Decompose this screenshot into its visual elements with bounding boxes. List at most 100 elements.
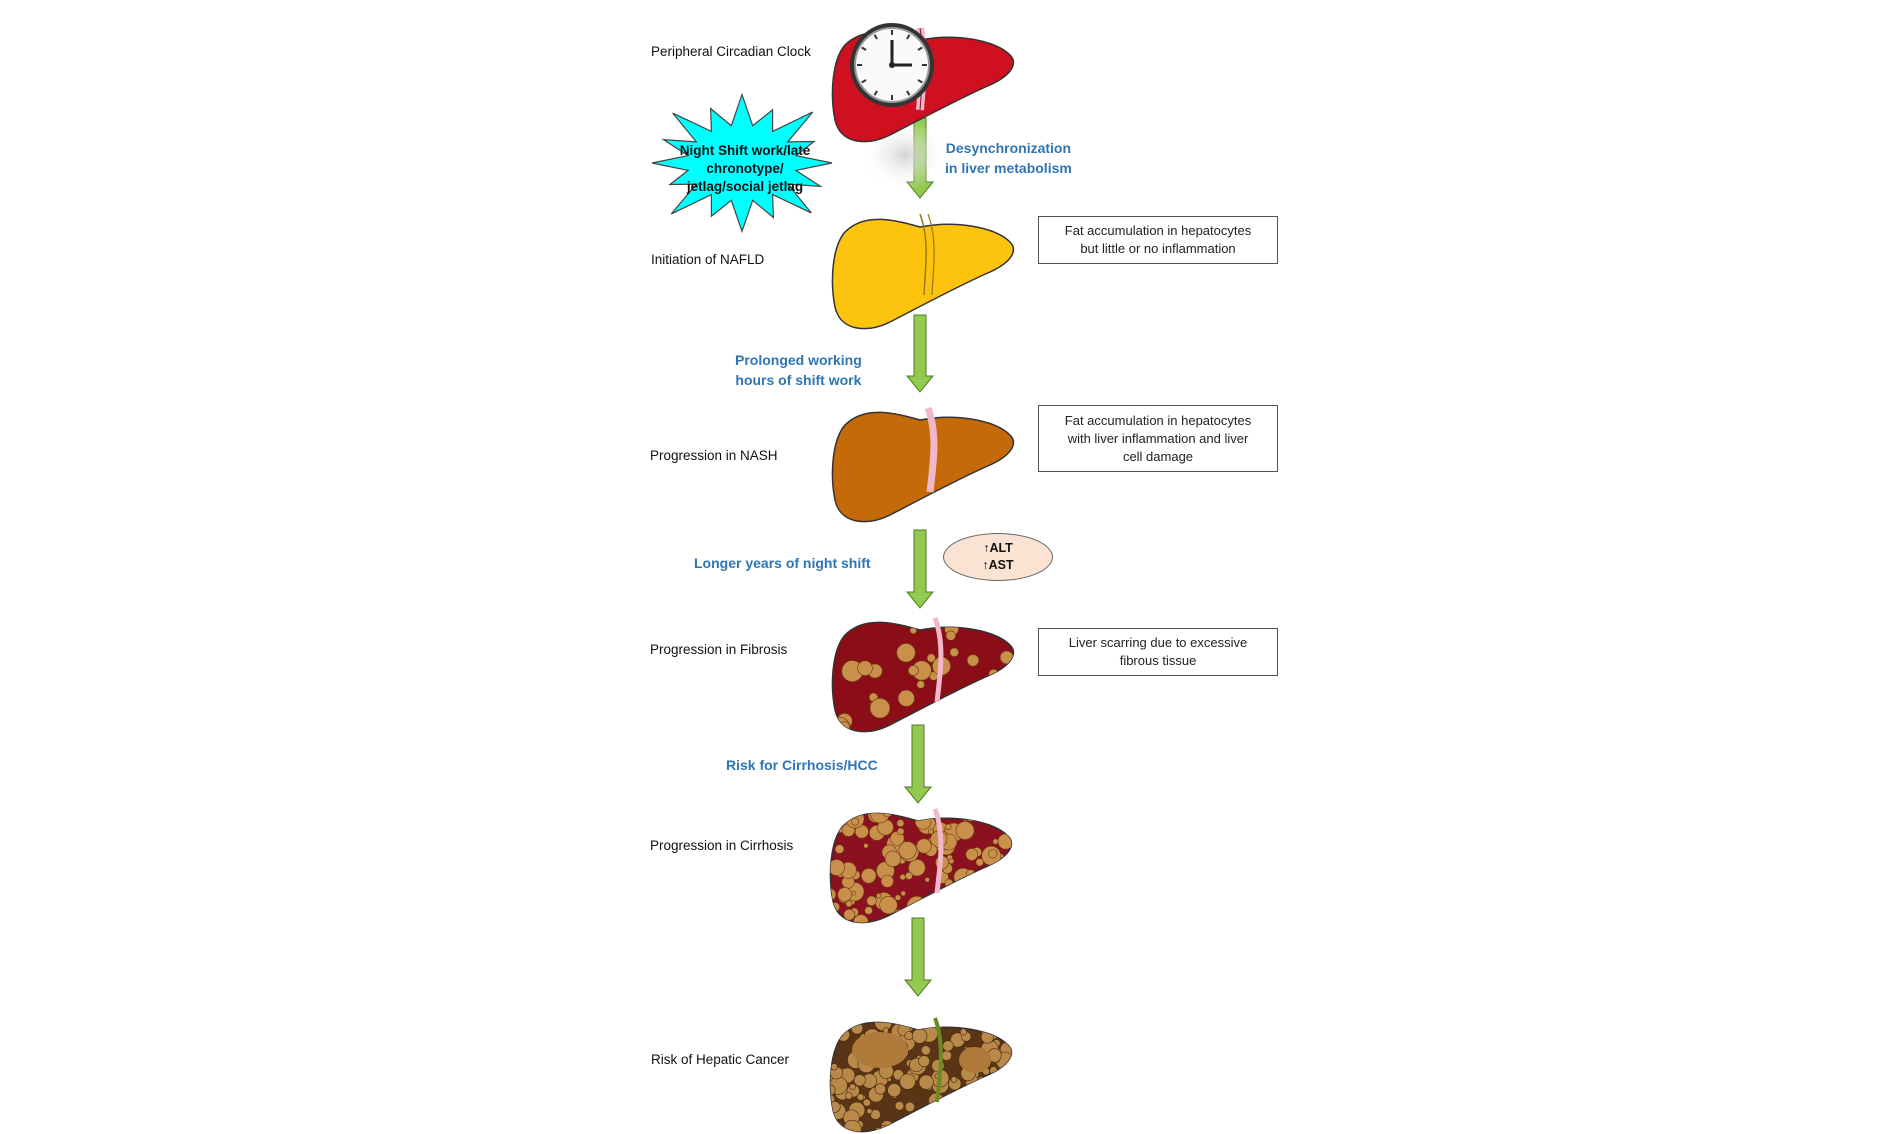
nodule (967, 813, 982, 822)
transition-desynchronization: Desynchronization in liver metabolism (945, 138, 1072, 178)
nodule (884, 850, 902, 867)
description-line: Fat accumulation in hepatocytes (1064, 223, 1252, 238)
nodule (983, 889, 1004, 910)
nodule (935, 1118, 951, 1132)
nodule (830, 1121, 844, 1132)
nodule (880, 874, 894, 888)
nodule (920, 1045, 931, 1056)
nodule (992, 838, 999, 845)
nodule (976, 1113, 991, 1128)
nodule (1001, 880, 1012, 897)
nodule (986, 906, 1002, 921)
nodule (897, 689, 915, 707)
description-fibrosis: Liver scarring due to excessive fibrous … (1038, 628, 1278, 676)
liver-cancer (829, 1017, 1013, 1133)
nodule (916, 680, 925, 689)
nodule (1007, 1103, 1012, 1110)
nodule (952, 1099, 958, 1105)
nodule (899, 873, 906, 881)
nodule (981, 1081, 996, 1096)
nodule (960, 901, 968, 908)
nodule (1006, 877, 1012, 890)
nodule (889, 1122, 903, 1132)
nodule (989, 1066, 998, 1075)
nodule (967, 881, 979, 893)
nodule (975, 858, 984, 867)
nodule (985, 913, 997, 923)
nodule (965, 1022, 972, 1028)
nodule (882, 813, 893, 818)
nodule (999, 1022, 1012, 1030)
nodule (987, 1082, 1002, 1097)
nodule (830, 859, 845, 876)
enzyme-badge: ↑ALT ↑AST (943, 533, 1053, 581)
nodule (930, 1109, 936, 1114)
nodule (997, 882, 1004, 889)
nodule (990, 813, 999, 821)
nodule (889, 914, 906, 923)
nodule (997, 1102, 1012, 1118)
description-line: Liver scarring due to excessive (1068, 635, 1248, 650)
nodule (896, 643, 916, 663)
nodule (837, 887, 853, 902)
nodule (979, 1100, 995, 1116)
nodule (832, 1022, 840, 1029)
starburst-line: chronotype/ (706, 161, 784, 176)
nodule (997, 1024, 1005, 1032)
description-line: with liver inflammation and liver (1067, 430, 1249, 446)
liver-nash (831, 406, 1015, 523)
nodule (988, 1076, 1003, 1090)
nodule (870, 1109, 881, 1120)
nodule (906, 895, 928, 917)
nodule (904, 1031, 914, 1040)
nodule (866, 895, 877, 907)
nodule (864, 906, 873, 915)
stage-label-nafld: Initiation of NAFLD (651, 252, 765, 267)
description-line: cell damage (1122, 448, 1194, 464)
nodule (869, 697, 891, 719)
down-arrow-icon (905, 529, 935, 609)
nodule (959, 1028, 967, 1036)
nodule (887, 1083, 902, 1098)
transition-line: hours of shift work (735, 372, 862, 388)
transition-risk-cirrhosis: Risk for Cirrhosis/HCC (726, 755, 878, 775)
nodule (960, 915, 978, 923)
nodule (998, 1067, 1012, 1082)
nodule (981, 1127, 987, 1132)
down-arrow-icon (905, 314, 935, 393)
nodule (956, 813, 973, 820)
nodule (840, 813, 849, 818)
nodule (946, 1022, 962, 1028)
nodule (1001, 909, 1010, 918)
nodule (973, 872, 983, 882)
nodule (908, 858, 926, 877)
nodule (949, 647, 959, 657)
nodule (988, 849, 998, 859)
tumor-mass (959, 1047, 991, 1073)
transition-line: Desynchronization (945, 140, 1072, 156)
nodule (954, 813, 961, 817)
nodule (1002, 1022, 1012, 1034)
description-nafld: Fat accumulation in hepatocytes but litt… (1038, 216, 1278, 264)
nodule (843, 908, 856, 921)
transition-longer-years: Longer years of night shift (694, 553, 871, 573)
nodule (830, 1126, 835, 1132)
nodule (894, 1101, 905, 1111)
nodule (955, 821, 975, 840)
nodule (916, 838, 932, 854)
nodule (1000, 884, 1009, 894)
nodule (986, 1127, 998, 1132)
nodule (918, 1074, 934, 1090)
nodule (830, 1063, 838, 1071)
nodule (941, 1050, 952, 1061)
nodule (830, 902, 841, 912)
nodule (938, 1127, 947, 1132)
nodule (830, 1101, 841, 1113)
nodule (834, 813, 846, 821)
nodule (981, 1109, 996, 1124)
nodule (900, 890, 906, 897)
liver-nafld (831, 213, 1015, 330)
transition-line: in liver metabolism (945, 160, 1072, 176)
nodule (998, 716, 1014, 732)
nodule (874, 1083, 886, 1095)
